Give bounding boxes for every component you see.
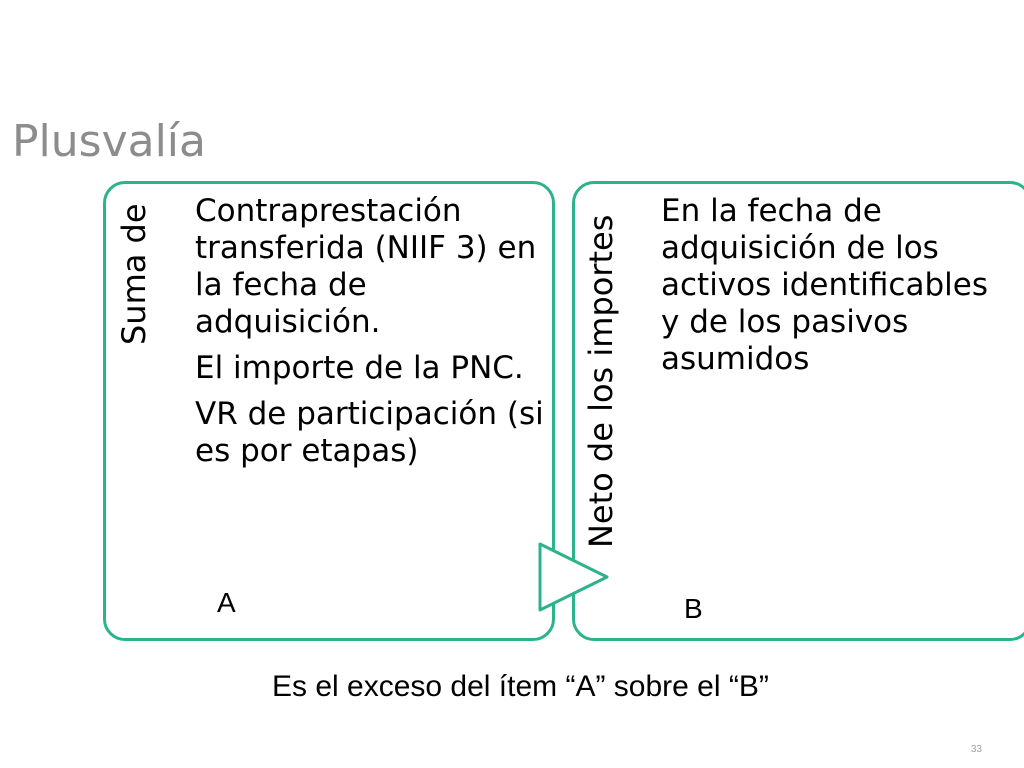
panel-b [572,181,1024,641]
footnote: Es el exceso del ítem “A” sobre el “B” [272,670,769,703]
panel-a-marker: A [217,587,236,618]
triangle-right-icon [538,542,609,612]
slide-title: Plusvalía [12,116,206,167]
panel-b-marker: B [684,593,703,624]
panel-a-item: El importe de la PNC. [195,350,524,386]
panel-a-item: Contraprestación transferida (NIIF 3) en… [195,193,537,340]
panel-b-items: En la fecha de adquisición de los activo… [661,193,1011,387]
panel-a-side-label: Suma de [115,203,153,345]
page-number: 33 [970,744,982,755]
panel-b-side-label: Neto de los importes [582,214,620,548]
panel-a-items: Contraprestación transferida (NIIF 3) en… [195,193,545,479]
panel-a [103,181,555,641]
panel-a-item: VR de participación (si es por etapas) [195,396,544,469]
panel-b-item: En la fecha de adquisición de los activo… [661,193,988,377]
